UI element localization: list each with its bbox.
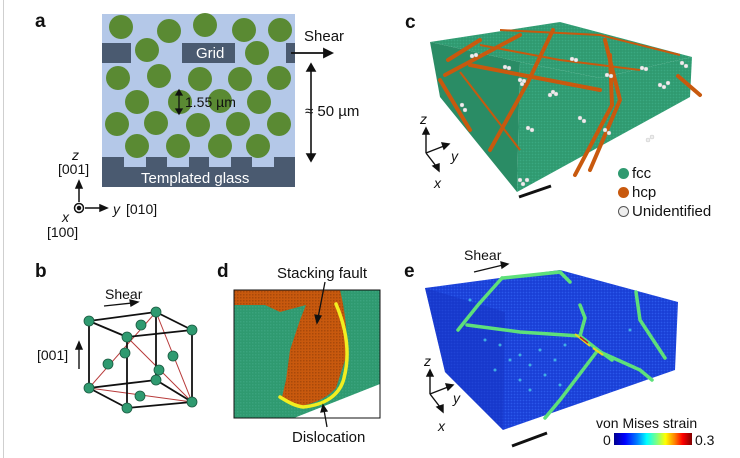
colorbar-title: von Mises strain: [596, 415, 698, 431]
axis-y-label-e: y: [453, 390, 460, 406]
stacking-fault-arrow: [314, 281, 326, 325]
height-label: ≈ 50 µm: [305, 103, 360, 120]
box-c-top: [430, 22, 692, 78]
axis-x-label-c: x: [434, 175, 441, 191]
shear-arrow-a: [291, 47, 335, 59]
panel-b-letter: b: [35, 261, 47, 282]
shear-arrow-b: [103, 299, 140, 308]
colorbar-min-label: 0: [603, 432, 611, 448]
panel-c-letter: c: [405, 12, 416, 33]
axes-a: [73, 179, 109, 214]
grain-boundaries: [456, 270, 667, 420]
panel-d-letter: d: [217, 261, 229, 282]
dir-label-b: [001]: [37, 347, 69, 363]
scale-bar-c: [518, 184, 552, 199]
dislocation-line: [278, 302, 349, 409]
axis-y-dir-a: [010]: [126, 201, 158, 217]
axis-z-label-a: z: [72, 147, 79, 163]
axis-x-dir-a: [100]: [47, 224, 79, 240]
dislocation-label: Dislocation: [292, 429, 366, 446]
axis-z-label-c: z: [420, 111, 427, 127]
cut-plane: [294, 384, 380, 418]
box-c-right-face: [517, 57, 692, 192]
spacing-label: 1.55 µm: [185, 94, 236, 110]
strain-colorbar: [614, 433, 692, 445]
grid-bar-center: [182, 43, 235, 63]
hcp-marker-icon: [618, 187, 629, 198]
shear-arrow-e: [473, 261, 510, 273]
max-strain-spots: [579, 336, 589, 344]
templated-glass-label: Templated glass: [141, 170, 250, 187]
scale-bar-e: [511, 431, 548, 448]
dir-arrow-b: [74, 340, 84, 369]
legend-label-fcc: fcc: [632, 165, 652, 182]
axis-z-dir-a: [001]: [58, 161, 90, 177]
hcp-thin: [459, 29, 681, 151]
strain-spots: [468, 298, 632, 392]
fcc-atoms: [83, 306, 198, 414]
colorbar-max-label: 0.3: [695, 432, 715, 448]
legend-item-fcc: fcc: [618, 165, 651, 182]
grid-label: Grid: [196, 45, 225, 62]
shear-label-b: Shear: [105, 286, 143, 302]
axis-x-label-a: x: [62, 209, 69, 225]
spacing-arrow: [174, 88, 184, 116]
axes-c: [421, 126, 451, 173]
box-e-left-face: [425, 288, 505, 430]
high-strain-cores: [574, 333, 604, 356]
panel-e-letter: e: [404, 261, 415, 282]
cube-edges: [88, 311, 193, 409]
unidentified-clusters: [459, 52, 689, 187]
axis-x-label-e: x: [438, 418, 445, 434]
hcp-bands: [438, 28, 702, 177]
panel-a-letter: a: [35, 11, 46, 32]
box-c-left-face: [430, 42, 520, 192]
unidentified-marker-icon: [618, 206, 629, 217]
stacking-fault-label: Stacking fault: [277, 265, 368, 282]
colloid-particles: [105, 13, 292, 158]
legend-item-hcp: hcp: [618, 184, 656, 201]
fcc-marker-icon: [618, 168, 629, 179]
shear-label-a: Shear: [304, 28, 345, 45]
dislocation-arrow: [320, 403, 329, 428]
axis-z-label-e: z: [424, 353, 431, 369]
templated-glass: [102, 157, 295, 187]
axis-y-label-c: y: [451, 148, 458, 164]
legend-label-unidentified: Unidentified: [632, 203, 712, 220]
legend-label-hcp: hcp: [632, 184, 657, 201]
grid-bar-right: [286, 43, 295, 63]
legend-item-unidentified: Unidentified: [618, 203, 711, 220]
page-edge-line: [3, 0, 4, 458]
panel-d-frame: [233, 289, 381, 419]
axes-e: [425, 368, 455, 414]
height-arrow: [305, 62, 317, 163]
grid-bar-left: [102, 43, 131, 63]
shear-label-e: Shear: [464, 247, 502, 263]
axis-y-label-a: y: [113, 201, 120, 217]
